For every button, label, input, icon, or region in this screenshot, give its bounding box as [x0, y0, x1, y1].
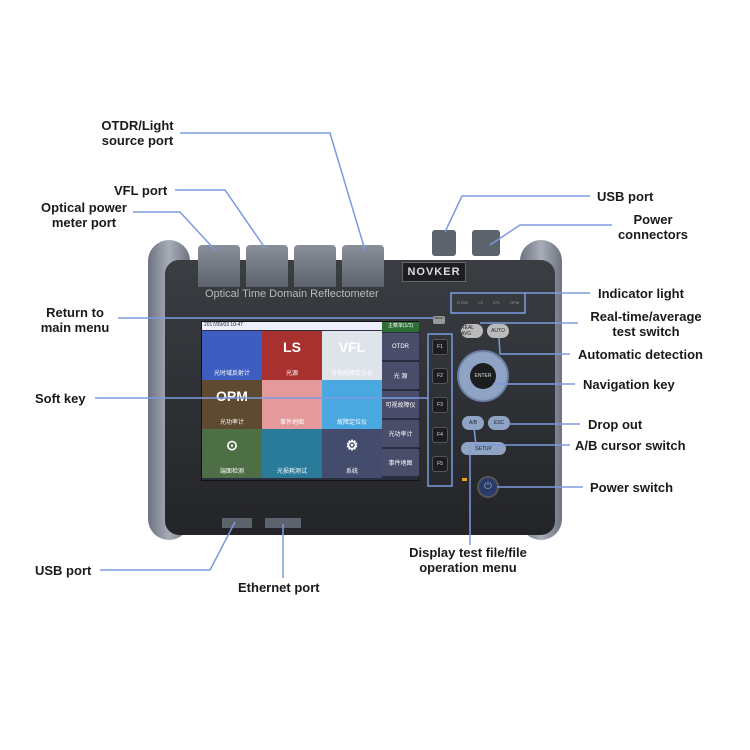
- label-otdr-port: OTDR/Light source port: [101, 118, 174, 148]
- side-menu-vfl[interactable]: 可视故障仪: [382, 391, 419, 419]
- f2-key[interactable]: F2: [432, 368, 448, 384]
- indicator-vfl: VFL: [492, 300, 501, 305]
- side-menu-event-map[interactable]: 事件地图: [382, 449, 419, 477]
- label-ethernet: Ethernet port: [238, 580, 320, 595]
- menu-button[interactable]: MENU: [433, 316, 445, 324]
- charge-led: [462, 478, 467, 481]
- opm-port: [198, 245, 240, 287]
- f5-key[interactable]: F5: [432, 456, 448, 472]
- usb-port-top: [432, 230, 456, 256]
- label-ab-switch: A/B cursor switch: [575, 438, 686, 453]
- line-usb-bottom: [100, 521, 236, 571]
- usb-port-bottom: [222, 518, 252, 528]
- label-drop-out: Drop out: [588, 417, 643, 432]
- line-ab: [473, 427, 570, 446]
- label-realtime: Real-time/average test switch: [590, 309, 702, 339]
- tile-otdr[interactable]: 光时域反射计: [202, 331, 262, 380]
- tile-endface[interactable]: ⊙端面检测: [202, 429, 262, 478]
- line-auto: [498, 337, 570, 355]
- label-usb-top: USB port: [597, 189, 654, 204]
- label-auto-detect: Automatic detection: [578, 347, 703, 362]
- label-indicator: Indicator light: [598, 286, 684, 301]
- label-usb-bottom: USB port: [35, 563, 92, 578]
- tile-event-map[interactable]: 事件地图: [262, 380, 322, 429]
- vfl-port: [246, 245, 288, 287]
- ls-port: [294, 245, 336, 287]
- brand-logo: NOVKER: [402, 262, 466, 282]
- power-connector: [472, 230, 500, 256]
- datetime: 2017/09/03 10:47: [204, 322, 243, 328]
- label-power-switch: Power switch: [590, 480, 674, 495]
- label-power-conn: Power connectors: [617, 212, 689, 242]
- label-soft-key: Soft key: [35, 391, 86, 406]
- ethernet-port: [265, 518, 301, 528]
- f3-key[interactable]: F3: [432, 397, 448, 413]
- line-opm-port: [133, 211, 216, 251]
- label-nav-key: Navigation key: [583, 377, 675, 392]
- otdr-port: [342, 245, 384, 287]
- indicator-otdr: OTDR: [456, 300, 469, 305]
- esc-button[interactable]: ESC: [488, 416, 510, 430]
- tile-loss-test[interactable]: 光损耗测试: [262, 429, 322, 478]
- label-opm-port: Optical power meter port: [41, 200, 127, 230]
- side-menu-ls[interactable]: 光 源: [382, 362, 419, 390]
- label-display-file: Display test file/file operation menu: [409, 545, 527, 575]
- side-menu-opm[interactable]: 光功率计: [382, 420, 419, 448]
- line-vfl-port: [175, 189, 266, 249]
- enter-label: ENTER: [474, 373, 492, 379]
- realtime-average-button[interactable]: REAL AVG: [461, 324, 483, 338]
- indicator-lights: OTDR LS VFL OPM: [452, 300, 524, 305]
- label-return-menu: Return to main menu: [40, 305, 110, 335]
- model-text: Optical Time Domain Reflectometer: [205, 288, 379, 300]
- tile-fault-locator[interactable]: 故障定位仪: [322, 380, 382, 429]
- f4-key[interactable]: F4: [432, 427, 448, 443]
- enter-button[interactable]: ENTER: [470, 363, 496, 389]
- line-usb-top: [444, 195, 590, 233]
- label-vfl-port: VFL port: [114, 183, 168, 198]
- status-bar: 2017/09/03 10:47: [202, 322, 382, 330]
- side-menu-otdr[interactable]: OTDR: [382, 333, 419, 361]
- ab-button[interactable]: A/B: [462, 416, 484, 430]
- line-otdr-port: [180, 132, 366, 251]
- indicator-ls: LS: [478, 300, 483, 305]
- f1-key[interactable]: F1: [432, 339, 448, 355]
- softkey-box: [427, 333, 453, 487]
- indicator-opm: OPM: [509, 300, 520, 305]
- line-power-conn: [489, 224, 612, 246]
- tile-system[interactable]: ⚙系统: [322, 429, 382, 478]
- menu-title: 主菜单(1/2): [382, 322, 419, 332]
- auto-button[interactable]: AUTO: [487, 324, 509, 338]
- indicator-box: [450, 292, 526, 314]
